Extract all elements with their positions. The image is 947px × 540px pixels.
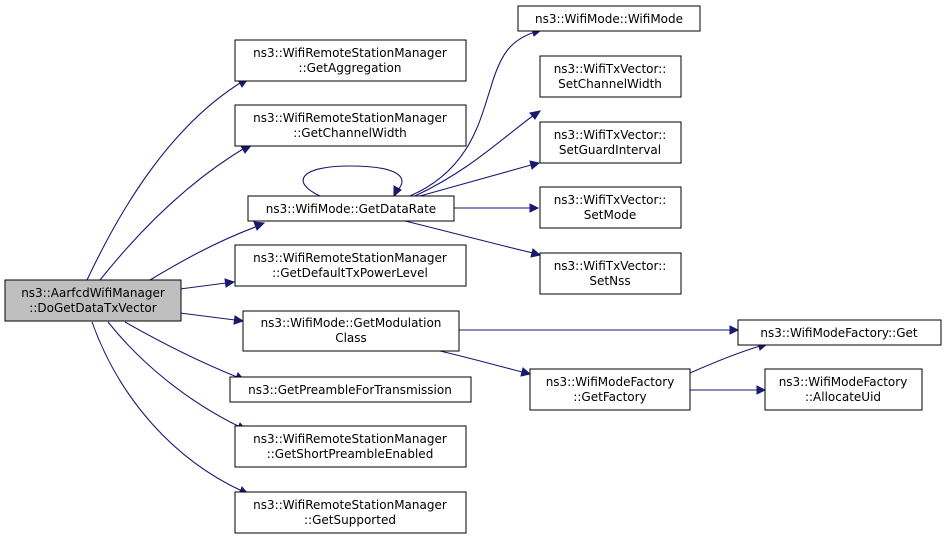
node-label-line1: ns3::WifiTxVector::: [554, 128, 667, 142]
edge-getmodulationclass-to-getfactory: [439, 350, 532, 377]
edge-dogetdatatxvector-to-getsupported: [91, 321, 250, 495]
node-getmodulationclass[interactable]: ns3::WifiMode::GetModulation Class: [242, 310, 460, 352]
node-setguardinterval[interactable]: ns3::WifiTxVector:: SetGuardInterval: [539, 121, 682, 164]
node-label-line1: ns3::WifiRemoteStationManager: [253, 432, 447, 446]
node-setmode[interactable]: ns3::WifiTxVector:: SetMode: [539, 186, 682, 229]
node-label-line2: ::AllocateUid: [805, 390, 881, 404]
node-label-line2: ::GetChannelWidth: [293, 126, 407, 140]
node-label-line1: ns3::WifiMode::GetModulation: [261, 316, 442, 330]
node-label-line2: ::GetSupported: [304, 513, 396, 527]
node-label-line1: ns3::WifiRemoteStationManager: [253, 46, 447, 60]
edge-dogetdatatxvector-to-getaggregation: [86, 75, 252, 281]
edge-dogetdatatxvector-to-getdatarate: [149, 221, 266, 281]
edge-getdatarate-to-setnss: [404, 220, 542, 258]
edge-dogetdatatxvector-to-getdefaulttxpowerlevel: [179, 278, 236, 290]
node-label-line1: ns3::WifiRemoteStationManager: [253, 111, 447, 125]
edge-getmodulationclass-to-wifimodefactoryget: [459, 325, 740, 335]
node-label-line1: ns3::WifiTxVector::: [554, 62, 667, 76]
node-getaggregation[interactable]: ns3::WifiRemoteStationManager ::GetAggre…: [234, 39, 467, 82]
node-label-line2: ::GetAggregation: [299, 61, 402, 75]
node-label-line1: ns3::WifiRemoteStationManager: [253, 251, 447, 265]
node-getdefaulttxpowerlevel[interactable]: ns3::WifiRemoteStationManager ::GetDefau…: [234, 244, 467, 287]
node-label: ns3::WifiMode::GetDataRate: [266, 202, 436, 216]
node-label: ns3::WifiMode::WifiMode: [535, 12, 683, 26]
edge-getfactory-to-wifimodefactoryget: [689, 342, 769, 374]
node-label-line2: SetNss: [589, 274, 630, 288]
edge-getdatarate-self-loop: [302, 165, 403, 198]
edge-getdatarate-to-setmode: [454, 203, 540, 213]
node-label-line2: ::DoGetDataTxVector: [29, 301, 156, 315]
edge-dogetdatatxvector-to-getmodulationclass: [179, 312, 245, 325]
node-getdatarate[interactable]: ns3::WifiMode::GetDataRate: [247, 195, 455, 222]
node-label: ns3::GetPreambleForTransmission: [248, 383, 452, 397]
node-label-line1: ns3::WifiRemoteStationManager: [253, 498, 447, 512]
node-getsupported[interactable]: ns3::WifiRemoteStationManager ::GetSuppo…: [234, 491, 467, 534]
edge-dogetdatatxvector-to-getpreamble: [124, 321, 245, 382]
edge-getdatarate-to-setguardinterval: [419, 160, 541, 197]
node-label-line1: ns3::WifiTxVector::: [554, 193, 667, 207]
node-label-line2: ::GetShortPreambleEnabled: [267, 447, 434, 461]
node-label-line1: ns3::AarfcdWifiManager: [21, 286, 165, 300]
node-label-line1: ns3::WifiModeFactory: [779, 375, 908, 389]
edge-dogetdatatxvector-to-getshortpreambleenabled: [107, 321, 248, 431]
node-allocateuid[interactable]: ns3::WifiModeFactory ::AllocateUid: [764, 368, 923, 411]
node-label-line1: ns3::WifiTxVector::: [554, 259, 667, 273]
node-label-line2: ::GetDefaultTxPowerLevel: [272, 266, 428, 280]
node-wifimodefactory-get[interactable]: ns3::WifiModeFactory::Get: [737, 319, 942, 346]
node-wifimode-ctor[interactable]: ns3::WifiMode::WifiMode: [517, 5, 701, 32]
edge-getfactory-to-allocateuid: [690, 385, 767, 395]
node-getfactory[interactable]: ns3::WifiModeFactory ::GetFactory: [529, 368, 691, 411]
node-setchannelwidth[interactable]: ns3::WifiTxVector:: SetChannelWidth: [539, 55, 682, 98]
node-getchannelwidth[interactable]: ns3::WifiRemoteStationManager ::GetChann…: [234, 104, 467, 147]
node-label-line2: Class: [335, 331, 367, 345]
node-label-line2: SetGuardInterval: [559, 143, 661, 157]
node-label-line2: SetMode: [584, 208, 636, 222]
node-label: ns3::WifiModeFactory::Get: [760, 326, 917, 340]
node-setnss[interactable]: ns3::WifiTxVector:: SetNss: [539, 252, 682, 295]
node-aarfcd-dogetdatatxvector[interactable]: ns3::AarfcdWifiManager ::DoGetDataTxVect…: [4, 279, 182, 322]
edge-getdatarate-to-setchannelwidth: [414, 110, 542, 197]
node-getshortpreambleenabled[interactable]: ns3::WifiRemoteStationManager ::GetShort…: [234, 425, 467, 468]
node-label-line1: ns3::WifiModeFactory: [546, 375, 675, 389]
node-label-line2: ::GetFactory: [573, 390, 646, 404]
node-getpreamblefortransmission[interactable]: ns3::GetPreambleForTransmission: [229, 376, 472, 403]
node-label-line2: SetChannelWidth: [558, 77, 662, 91]
